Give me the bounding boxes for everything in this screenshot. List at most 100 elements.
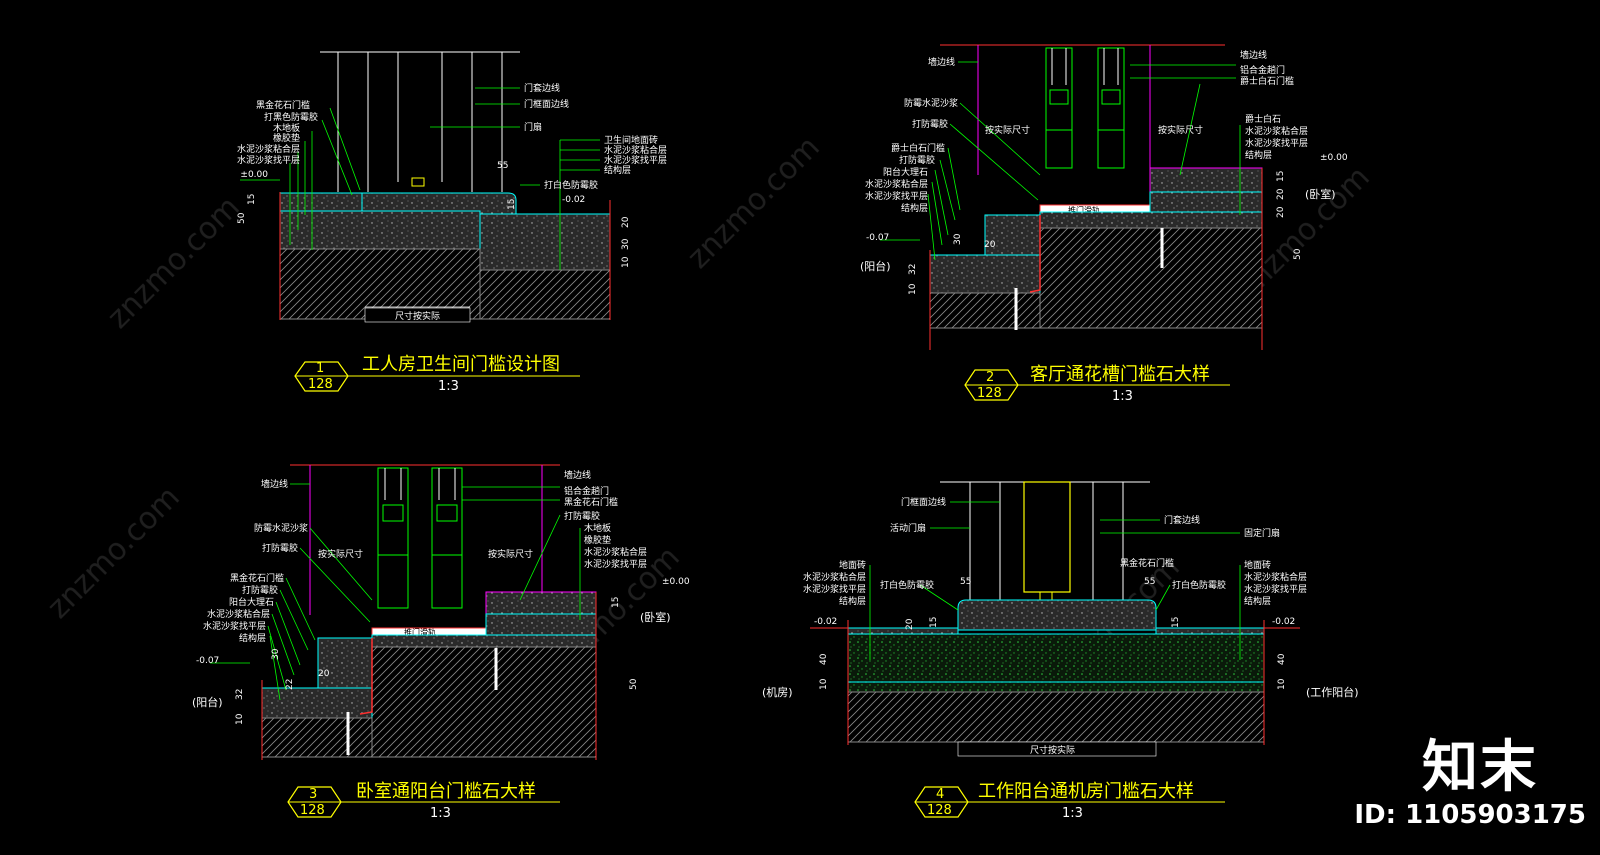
detail-1: 黑金花石门槛 打黑色防霉胶 木地板 橡胶垫 水泥沙浆粘合层 水泥沙浆找平层 ±0… [237, 51, 667, 394]
callout-label: 黑金花石门槛 [1120, 557, 1174, 569]
dimension-value: 50 [237, 212, 247, 224]
elevation-label: ±0.00 [1320, 153, 1348, 163]
detail-scale: 1:3 [438, 379, 459, 394]
callout-label: 黑金花石门槛 [256, 99, 310, 111]
callout-label: 水泥沙浆粘合层 [604, 144, 667, 156]
detail-3-title-block: 3 128 卧室通阳台门槛石大样 1:3 [287, 781, 560, 821]
callout-label: 防霉水泥沙浆 [254, 522, 308, 534]
dimension-value: 20 [905, 618, 915, 630]
callout-label: 结构层 [604, 164, 631, 176]
detail-1-title-block: 1 128 工人房卫生间门槛设计图 1:3 [294, 354, 580, 394]
detail-title: 客厅通花槽门槛石大样 [1030, 364, 1210, 385]
dimension-value: 20 [984, 240, 996, 250]
detail-2-dimensions: 按实际尺寸 按实际尺寸 -0.07 (阳台) (卧室) 20 20 20 15 … [860, 124, 1336, 295]
dimension-value: 10 [1277, 678, 1287, 690]
callout-label: 水泥沙浆粘合层 [1244, 571, 1307, 583]
callout-label: 固定门扇 [1244, 527, 1280, 539]
dimension-value: 55 [960, 577, 971, 587]
detail-4: 门框面边线 活动门扇 地面砖 水泥沙浆粘合层 水泥沙浆找平层 结构层 门套边线 … [762, 481, 1359, 821]
callout-label: 铝合金趟门 [1240, 64, 1285, 76]
dimension-label: 按实际尺寸 [1158, 124, 1203, 136]
dimension-value: 20 [621, 216, 631, 228]
detail-4-dimensions: 打白色防霉胶 55 55 -0.02 -0.02 (机房) (工作阳台) 尺寸按… [762, 577, 1359, 757]
detail-number: 3 [309, 787, 317, 802]
callout-label: 水泥沙浆粘合层 [207, 608, 270, 620]
callout-label: 结构层 [1244, 595, 1271, 607]
sheet-number: 128 [308, 377, 333, 392]
dimension-value: 10 [621, 256, 631, 268]
dimension-value: 40 [1277, 653, 1287, 665]
room-label: (机房) [762, 685, 793, 699]
callout-label: 阳台大理石 [883, 166, 928, 178]
callout-label: 墙边线 [564, 469, 591, 481]
elevation-label: -0.07 [196, 656, 219, 666]
elevation-label: -0.02 [814, 617, 837, 627]
callout-label: 打白色防霉胶 [544, 179, 598, 191]
callout-label: 水泥沙浆粘合层 [803, 571, 866, 583]
detail-3-left-labels: 墙边线 防霉水泥沙浆 打防霉胶 黑金花石门槛 打防霉胶 阳台大理石 水泥沙浆粘合… [203, 478, 308, 644]
room-label: (阳台) [860, 259, 891, 273]
detail-2-left-labels: 墙边线 防霉水泥沙浆 打防霉胶 爵士白石门槛 打防霉胶 阳台大理石 水泥沙浆粘合… [865, 56, 958, 214]
brand-logo: 知末 [1422, 735, 1538, 800]
callout-label: 结构层 [839, 595, 866, 607]
dimension-value: 10 [235, 713, 245, 725]
dimension-value: 15 [247, 194, 257, 205]
elevation-label: ±0.00 [662, 577, 690, 587]
watermark-text: znzmo.com [681, 130, 827, 276]
callout-label: 橡胶垫 [584, 534, 611, 546]
detail-4-title-block: 4 128 工作阳台通机房门槛石大样 1:3 [914, 781, 1225, 821]
detail-1-right-labels: 门套边线 门框面边线 门扇 卫生间地面砖 水泥沙浆粘合层 水泥沙浆找平层 结构层… [524, 82, 667, 205]
callout-label: 门框面边线 [524, 98, 569, 110]
detail-1-left-labels: 黑金花石门槛 打黑色防霉胶 木地板 橡胶垫 水泥沙浆粘合层 水泥沙浆找平层 ±0… [237, 99, 318, 180]
callout-label: 水泥沙浆粘合层 [865, 178, 928, 190]
dimension-value: 40 [819, 653, 829, 665]
callout-label: 水泥沙浆找平层 [865, 190, 928, 202]
dimension-value: 32 [908, 264, 918, 275]
dimension-value: 32 [235, 689, 245, 700]
dimension-value: 55 [497, 161, 508, 171]
dimension-value: 15 [929, 617, 939, 628]
room-label: (工作阳台) [1306, 685, 1359, 699]
callout-label: 水泥沙浆找平层 [584, 558, 647, 570]
detail-title: 工人房卫生间门槛设计图 [362, 354, 560, 375]
watermark-text: znzmo.com [101, 190, 247, 336]
detail-3-dimensions: 按实际尺寸 按实际尺寸 -0.07 (阳台) (卧室) 20 22 30 10 … [192, 548, 671, 725]
callout-label: 打防霉胶 [899, 154, 935, 166]
callout-label: 墙边线 [261, 478, 288, 490]
callout-label: 爵士白石门槛 [1240, 75, 1294, 87]
callout-label: 打白色防霉胶 [1172, 579, 1226, 591]
callout-label: 墙边线 [928, 56, 955, 68]
dimension-value: 15 [1276, 171, 1286, 182]
dimension-label: 按实际尺寸 [488, 548, 533, 560]
detail-4-right-labels: 门套边线 固定门扇 黑金花石门槛 打白色防霉胶 地面砖 水泥沙浆粘合层 水泥沙浆… [1120, 514, 1307, 607]
callout-label: 水泥沙浆粘合层 [584, 546, 647, 558]
callout-label: 爵士白石门槛 [891, 142, 945, 154]
dimension-value: 20 [1276, 206, 1286, 218]
detail-2-right-labels: 墙边线 铝合金趟门 爵士白石门槛 爵士白石 水泥沙浆粘合层 水泥沙浆找平层 结构… [1240, 49, 1348, 163]
callout-label: 铝合金趟门 [564, 485, 609, 497]
detail-title: 卧室通阳台门槛石大样 [356, 781, 536, 802]
callout-label: 黑金花石门槛 [564, 496, 618, 508]
callout-label: 水泥沙浆找平层 [237, 154, 300, 166]
dimension-value: 30 [271, 648, 281, 660]
dimension-value: 尺寸按实际 [395, 310, 440, 322]
room-label: (卧室) [640, 610, 671, 624]
dimension-value: 15 [1171, 617, 1181, 628]
callout-label: 推门滑轨 [404, 627, 436, 637]
room-label: (阳台) [192, 695, 223, 709]
callout-label: 橡胶垫 [273, 132, 300, 144]
callout-label: 门框面边线 [901, 496, 946, 508]
dimension-value: 30 [953, 233, 963, 245]
elevation-label: -0.02 [1272, 617, 1295, 627]
elevation-label: -0.02 [562, 195, 585, 205]
callout-label: 结构层 [239, 632, 266, 644]
callout-label: 水泥沙浆找平层 [803, 583, 866, 595]
watermark-text: znzmo.com [41, 480, 187, 626]
dimension-value: 15 [507, 199, 517, 210]
elevation-label: -0.07 [866, 233, 889, 243]
callout-label: 木地板 [273, 122, 300, 134]
callout-label: 水泥沙浆找平层 [203, 620, 266, 632]
callout-label: 墙边线 [1240, 49, 1267, 61]
dimension-value: 20 [1276, 188, 1286, 200]
